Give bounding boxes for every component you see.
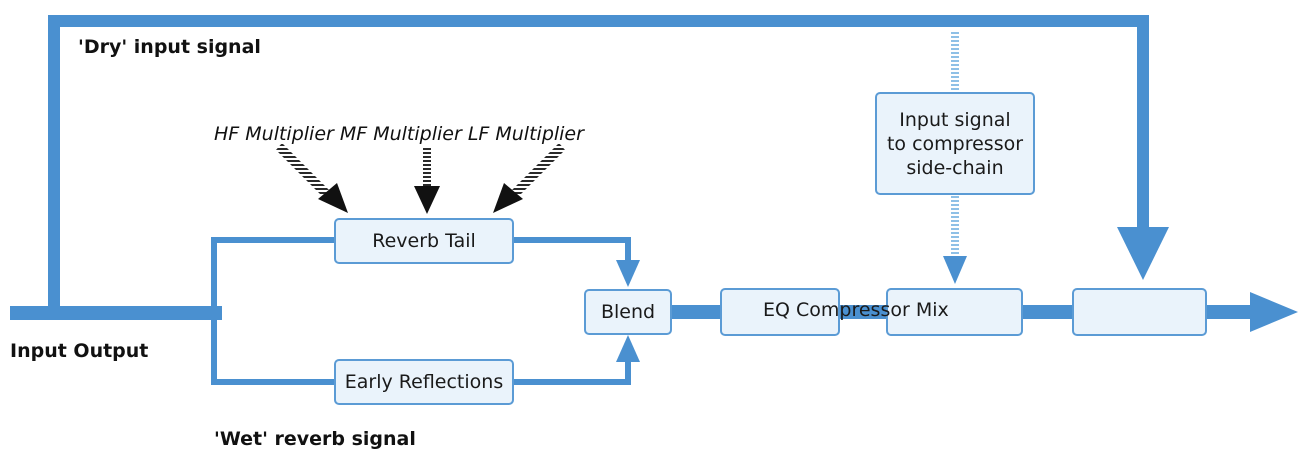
early-reflections-block: Early Reflections: [334, 359, 514, 405]
sidechain-arrowhead: [943, 256, 967, 284]
hf-multiplier-arrow: [276, 143, 348, 213]
reverb-tail-block: Reverb Tail: [334, 218, 514, 264]
sidechain-line-2: to compressor: [886, 132, 1024, 155]
blend-arrow-top: [616, 260, 640, 287]
sidechain-block: Input signal to compressor side-chain: [875, 92, 1035, 195]
sidechain-line-1: Input signal: [899, 108, 1011, 131]
compressor-block: [886, 288, 1023, 336]
lf-multiplier-arrow: [493, 143, 565, 213]
sidechain-line-3: side-chain: [906, 156, 1004, 179]
wet-signal-label: 'Wet' reverb signal: [214, 428, 416, 450]
input-output-label: Input Output: [10, 340, 149, 362]
early-reflections-out: [514, 358, 631, 385]
eq-block: [720, 288, 840, 336]
sidechain-feed-top: [951, 30, 959, 93]
dry-bypass-path: [48, 15, 1149, 313]
blend-arrow-bottom: [616, 335, 640, 362]
dry-arrowhead: [1117, 227, 1169, 280]
blend-block: Blend: [584, 289, 672, 335]
mf-multiplier-arrow: [414, 146, 440, 214]
dry-signal-label: 'Dry' input signal: [78, 36, 261, 58]
eq-compressor-mix-label: EQ Compressor Mix: [763, 299, 949, 321]
mix-block: [1072, 288, 1207, 336]
sidechain-feed-bottom: [951, 195, 959, 257]
output-arrowhead: [1250, 292, 1298, 332]
multipliers-label: HF Multiplier MF Multiplier LF Multiplie…: [214, 123, 584, 145]
reverb-tail-out: [514, 237, 631, 264]
